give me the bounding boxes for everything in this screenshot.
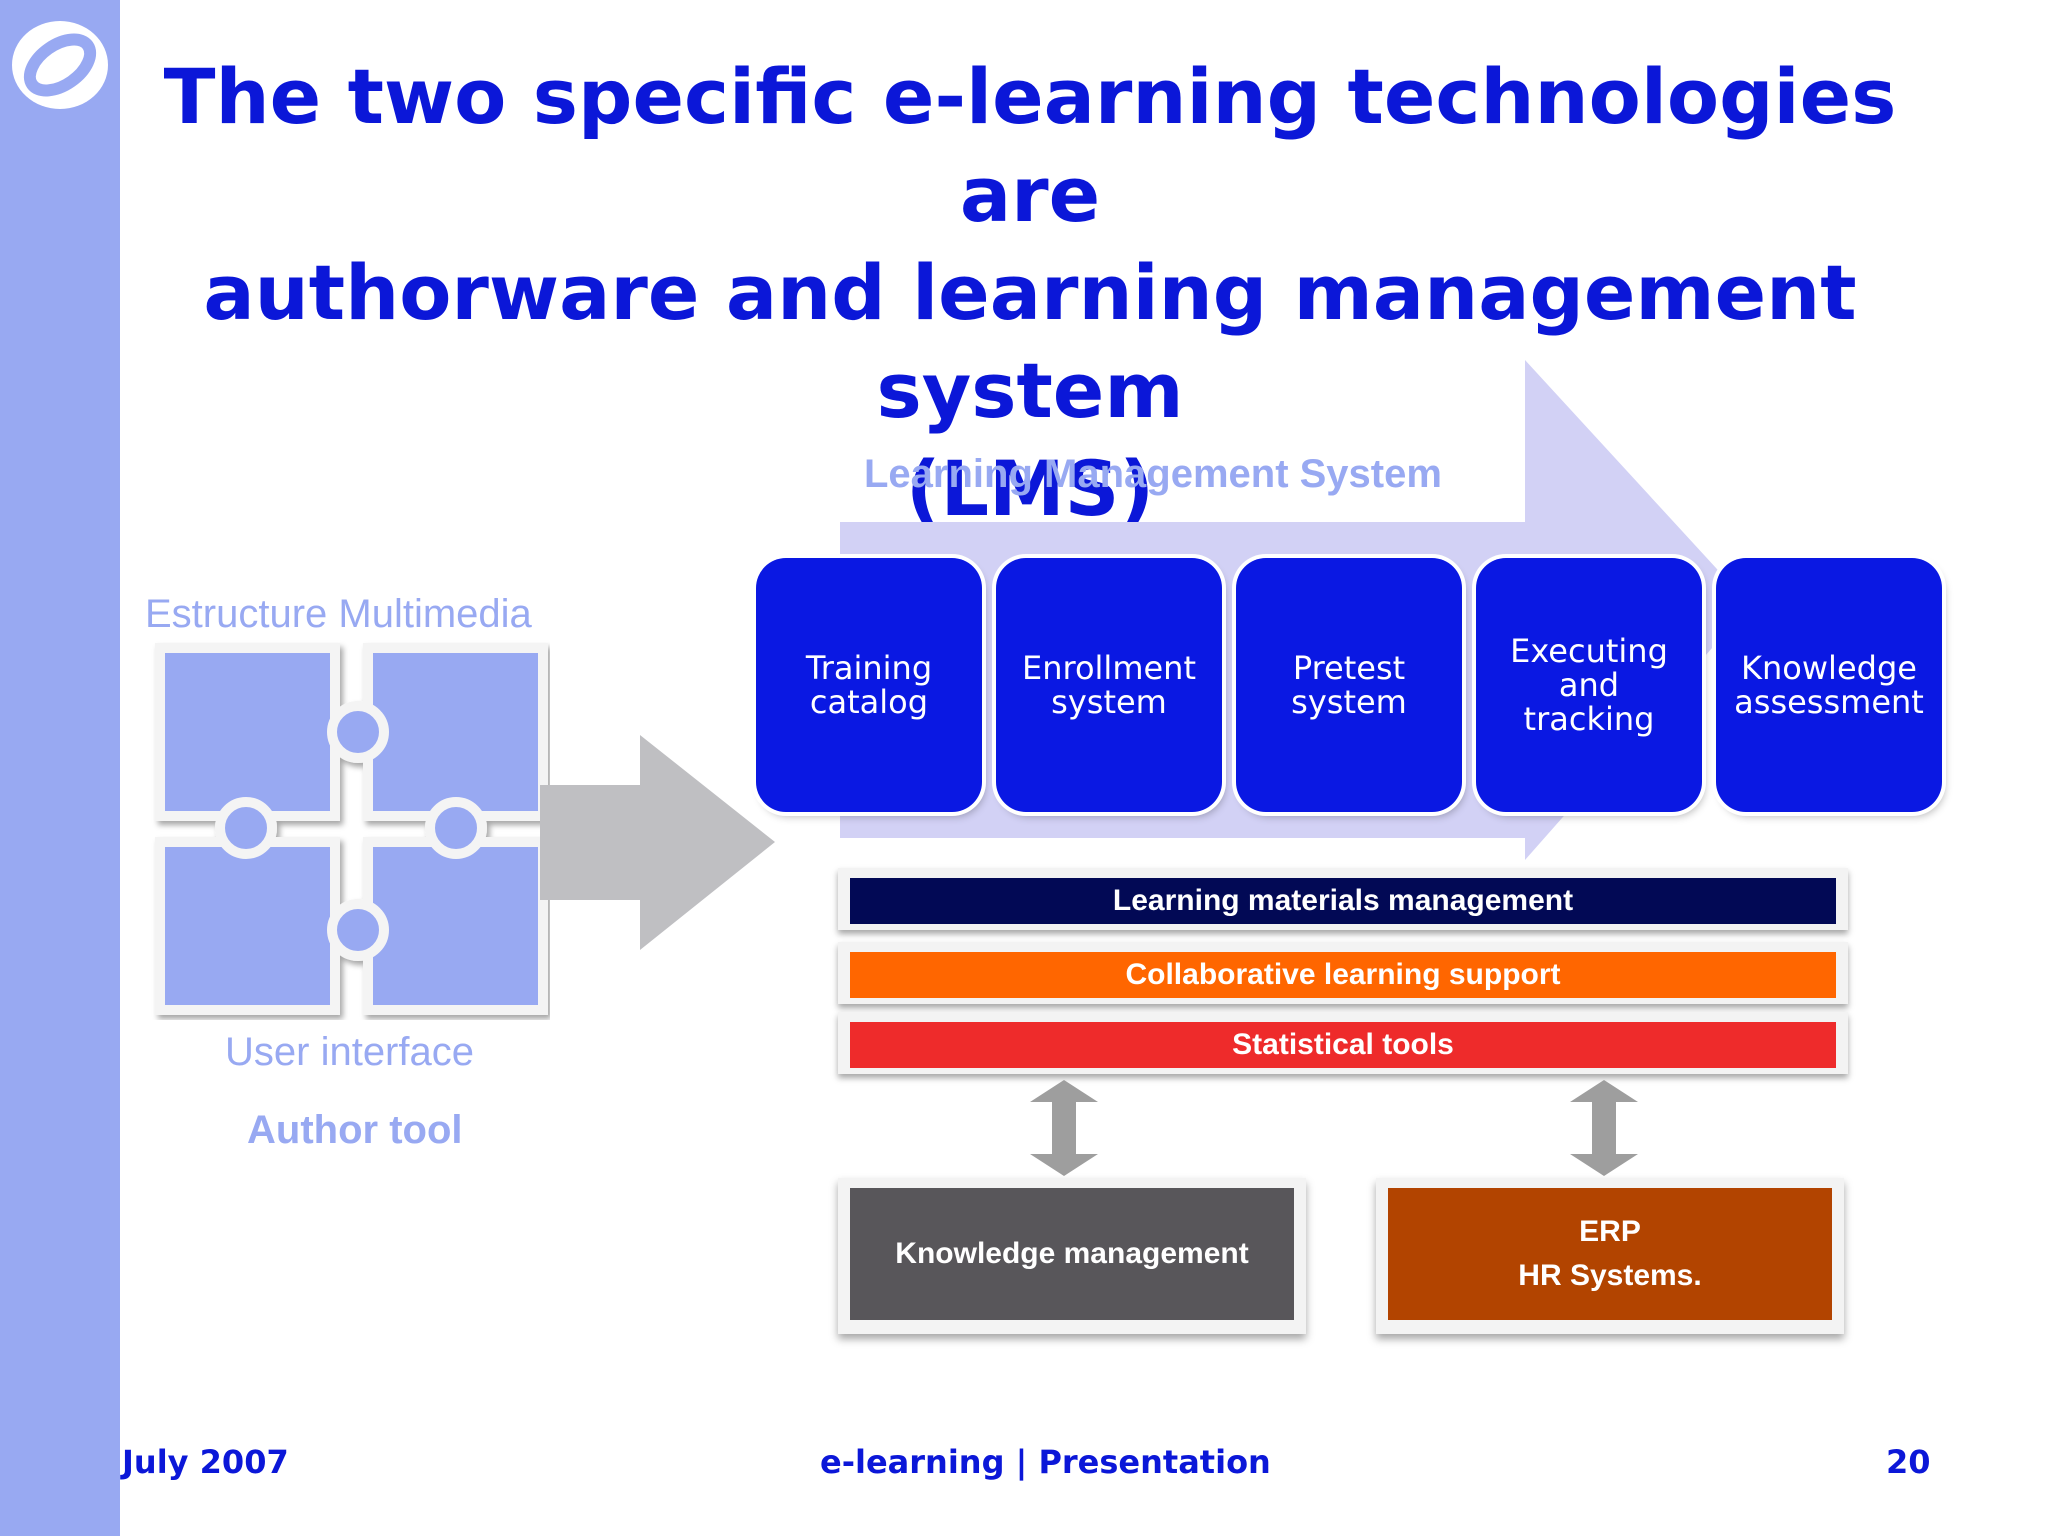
layer-learning-materials: Learning materials management [838, 868, 1848, 930]
right-arrow-icon [540, 735, 775, 950]
layer-label: Collaborative learning support [850, 952, 1836, 998]
layer-label: Learning materials management [850, 878, 1836, 924]
puzzle-icon [155, 643, 548, 1015]
step-enrollment-system: Enrollment system [996, 558, 1222, 812]
user-interface-label: User interface [225, 1030, 474, 1074]
structure-multimedia-label: Estructure Multimedia [145, 592, 532, 636]
footer-page-number: 20 [1886, 1443, 1931, 1481]
layer-label: Statistical tools [850, 1022, 1836, 1068]
step-pretest-system: Pretest system [1236, 558, 1462, 812]
step-executing-and-tracking: Executing and tracking [1476, 558, 1702, 812]
layer-statistical-tools: Statistical tools [838, 1012, 1848, 1074]
footer-presentation-title: e-learning | Presentation [820, 1443, 1271, 1481]
double-arrow-icon [1570, 1080, 1638, 1176]
step-knowledge-assessment: Knowledge assessment [1716, 558, 1942, 812]
knowledge-management-label: Knowledge management [850, 1188, 1294, 1320]
slide-title: The two specific e-learning technologies… [163, 52, 1897, 533]
footer-date: July 2007 [122, 1443, 289, 1481]
layer-collaborative-learning: Collaborative learning support [838, 942, 1848, 1004]
logo-icon [12, 21, 108, 109]
left-sidebar [0, 0, 120, 1536]
author-tool-caption: Author tool [247, 1108, 463, 1152]
step-training-catalog: Training catalog [756, 558, 982, 812]
erp-hr-systems-box: ERP HR Systems. [1376, 1178, 1844, 1334]
erp-hr-systems-label: ERP HR Systems. [1388, 1188, 1832, 1320]
knowledge-management-box: Knowledge management [838, 1178, 1306, 1334]
double-arrow-icon [1030, 1080, 1098, 1176]
lms-label: Learning Management System [864, 452, 1442, 496]
